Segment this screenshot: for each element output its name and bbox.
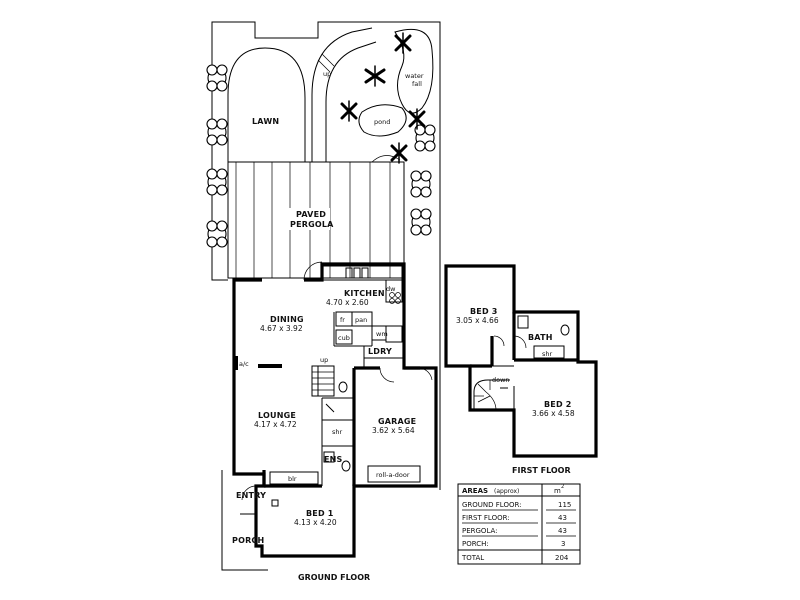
areas-heading: AREAS bbox=[462, 487, 488, 495]
first-floor: BED 3 3.05 x 4.66 BATH shr down BED 2 3.… bbox=[444, 264, 598, 475]
lounge-dims: 4.17 x 4.72 bbox=[254, 420, 297, 429]
palm-icon bbox=[390, 142, 408, 164]
ground-floor: KITCHEN 4.70 x 2.60 DINING 4.67 x 3.92 L… bbox=[232, 261, 438, 582]
pantry-label: pan bbox=[355, 316, 367, 324]
first-floor-caption: FIRST FLOOR bbox=[512, 466, 571, 475]
lawn-edge bbox=[227, 47, 306, 162]
bed2-dims: 3.66 x 4.58 bbox=[532, 409, 575, 418]
staircase bbox=[311, 365, 335, 397]
lawn-label: LAWN bbox=[252, 117, 279, 126]
palm-icon bbox=[364, 65, 386, 87]
palm-icon bbox=[408, 108, 426, 130]
areas-row-value: 43 bbox=[558, 514, 567, 522]
ground-floor-outer-wall bbox=[232, 262, 438, 558]
ground-shower-label: shr bbox=[332, 428, 343, 436]
areas-row-label: GROUND FLOOR: bbox=[462, 501, 521, 509]
kitchen-dims: 4.70 x 2.60 bbox=[326, 298, 369, 307]
tree-icon bbox=[206, 64, 228, 92]
dishwasher-label: dw bbox=[386, 285, 396, 293]
bed1-dims: 4.13 x 4.20 bbox=[294, 518, 337, 527]
pond bbox=[358, 104, 407, 137]
garden-path bbox=[311, 27, 373, 162]
ldry-label: LDRY bbox=[368, 347, 392, 356]
tree-icon bbox=[410, 208, 432, 236]
areas-row-label: PORCH: bbox=[462, 540, 489, 548]
tree-icon bbox=[206, 168, 228, 196]
pergola-label: PERGOLA bbox=[290, 220, 334, 229]
garage-dims: 3.62 x 5.64 bbox=[372, 426, 415, 435]
bed2-label: BED 2 bbox=[544, 400, 572, 409]
first-shower-label: shr bbox=[542, 350, 553, 358]
path-up-label: up bbox=[323, 70, 331, 78]
areas-row-value: 115 bbox=[558, 501, 571, 509]
areas-unit: m bbox=[554, 487, 561, 495]
tree-icon bbox=[414, 124, 436, 152]
tree-icon bbox=[410, 170, 432, 198]
washing-machine-label: wm bbox=[376, 330, 388, 338]
paved-pergola: PAVED PERGOLA bbox=[227, 161, 405, 279]
areas-row-label: PERGOLA: bbox=[462, 527, 498, 535]
paved-label: PAVED bbox=[296, 210, 326, 219]
tree-icon bbox=[206, 220, 228, 248]
areas-total-label: TOTAL bbox=[461, 554, 484, 562]
palm-icon bbox=[394, 32, 412, 54]
entry-label: ENTRY bbox=[236, 491, 266, 500]
areas-total-value: 204 bbox=[555, 554, 569, 562]
bath-label: BATH bbox=[528, 333, 553, 342]
areas-row-value: 43 bbox=[558, 527, 567, 535]
stairs-down-label: down bbox=[492, 376, 510, 384]
pond-label: pond bbox=[374, 118, 390, 126]
bed3-dims: 3.05 x 4.66 bbox=[456, 316, 499, 325]
garage-label: GARAGE bbox=[378, 417, 416, 426]
areas-unit-sup: 2 bbox=[561, 484, 564, 490]
ens-label: ENS bbox=[324, 455, 343, 464]
cupboard-label: cub bbox=[338, 334, 350, 342]
palm-icon bbox=[340, 100, 358, 122]
front-boundary bbox=[221, 470, 268, 571]
bed3-label: BED 3 bbox=[470, 307, 498, 316]
kitchen-label: KITCHEN bbox=[344, 289, 385, 298]
garden: LAWN up water fall pond bbox=[206, 21, 441, 571]
fridge-label: fr bbox=[340, 316, 345, 324]
first-floor-stair bbox=[473, 379, 510, 410]
areas-heading-note: (approx) bbox=[494, 488, 519, 495]
areas-row-label: FIRST FLOOR: bbox=[462, 514, 510, 522]
stairs-up-label: up bbox=[320, 356, 328, 364]
bed1-label: BED 1 bbox=[306, 509, 334, 518]
fireplace bbox=[258, 364, 282, 368]
porch-label: PORCH bbox=[232, 536, 264, 545]
roll-a-door-label: roll-a-door bbox=[376, 471, 410, 479]
tree-icon bbox=[206, 118, 228, 146]
first-floor-outer-wall bbox=[444, 264, 598, 458]
water-label: water bbox=[405, 72, 424, 80]
areas-table: AREAS (approx) m 2 GROUND FLOOR: 115 FIR… bbox=[457, 483, 581, 565]
fall-label: fall bbox=[412, 80, 422, 88]
lounge-label: LOUNGE bbox=[258, 411, 296, 420]
built-in-robe-label: blr bbox=[288, 475, 297, 483]
ground-floor-caption: GROUND FLOOR bbox=[298, 573, 370, 582]
dining-label: DINING bbox=[270, 315, 304, 324]
dining-dims: 4.67 x 3.92 bbox=[260, 324, 303, 333]
ac-label: a/c bbox=[239, 360, 249, 368]
areas-row-value: 3 bbox=[561, 540, 565, 548]
